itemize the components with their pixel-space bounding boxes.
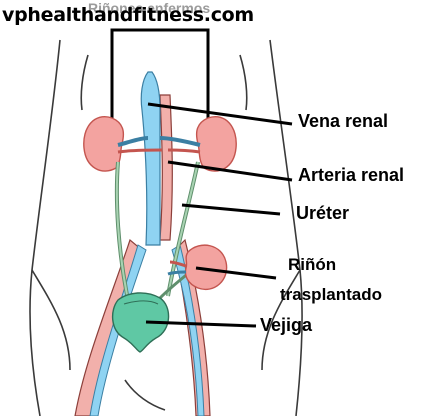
header-label: Riñones enfermos — [88, 0, 211, 16]
leader-lines — [145, 102, 293, 328]
bladder — [111, 292, 170, 353]
leader-vejiga — [145, 320, 257, 328]
leader-ureter — [181, 203, 281, 216]
label-ureter: Uréter — [296, 203, 350, 223]
kidneys-bracket — [110, 28, 210, 120]
leader-rinon-trasplantado — [195, 266, 277, 280]
label-rinon-trasplantado-line1: Riñón — [288, 255, 337, 274]
vena-cava — [140, 71, 161, 246]
label-vejiga: Vejiga — [260, 315, 313, 335]
aorta — [159, 94, 173, 241]
watermark-text: vphealthandfitness.com — [2, 4, 254, 26]
renal-vessels — [117, 136, 201, 154]
right-kidney — [195, 116, 237, 172]
label-rinon-trasplantado-line2: trasplantado — [280, 285, 383, 304]
transplanted-kidney — [167, 244, 228, 291]
torso-outline — [29, 39, 303, 416]
label-vena-renal: Vena renal — [298, 111, 389, 131]
leader-vena-renal — [147, 102, 293, 126]
leader-arteria-renal — [167, 160, 293, 182]
label-arteria-renal: Arteria renal — [298, 165, 405, 185]
